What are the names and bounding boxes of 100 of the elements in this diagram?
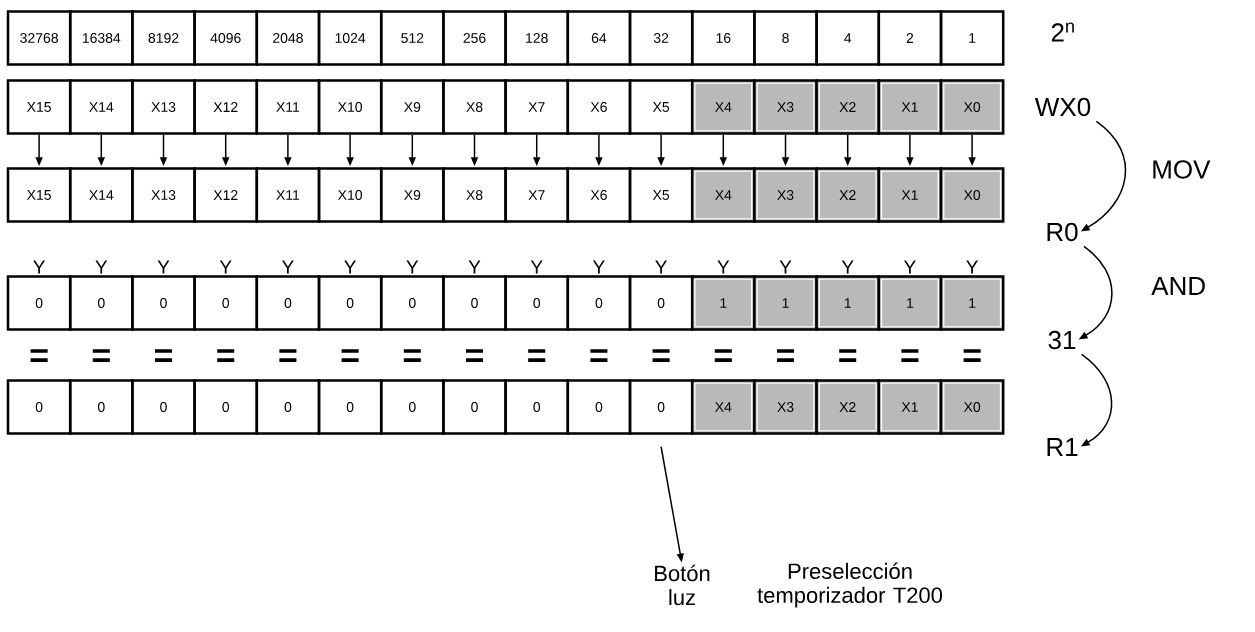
bit-cell: X9 (379, 167, 445, 223)
bit-cell: X0 (939, 167, 1005, 223)
bit-cell: 0 (379, 275, 445, 331)
bit-cell: 0 (255, 379, 321, 435)
bit-cell: X9 (379, 79, 445, 135)
register-label: WX0 (1034, 97, 1091, 117)
bit-cell: 0 (255, 275, 321, 331)
bit-cell: X10 (317, 79, 383, 135)
equals-sign: = (528, 349, 546, 362)
bit-cell: X1 (877, 167, 943, 223)
operator-label: Y (344, 260, 356, 274)
edge-label: MOV (1153, 160, 1211, 179)
bit-cell: 1 (815, 275, 881, 331)
bit-cell: X13 (131, 79, 196, 135)
equals-sign: = (901, 349, 919, 362)
bit-cell: X15 (6, 79, 72, 135)
equals-sign: = (155, 349, 173, 362)
bit-cell: 0 (504, 275, 570, 331)
bit-cell: 8192 (131, 10, 196, 66)
bit-cell: X1 (877, 79, 943, 135)
equals-sign: = (279, 349, 297, 362)
operator-label: Y (841, 260, 854, 274)
bit-cell: 128 (504, 10, 570, 66)
bit-cell: X2 (815, 379, 881, 435)
bit-cell: 0 (68, 275, 134, 331)
bit-cell: 4 (815, 10, 881, 66)
bit-cell: 0 (193, 379, 259, 435)
bit-cell: 32 (628, 10, 694, 66)
operator-label: Y (157, 260, 170, 274)
bit-cell: X7 (504, 167, 570, 223)
bit-cell: X12 (193, 167, 259, 223)
bit-cell: X14 (68, 79, 134, 135)
equals-sign: = (590, 349, 608, 362)
bit-cell: 0 (6, 379, 72, 435)
bit-cell: X8 (442, 167, 507, 223)
bit-cell: X7 (504, 79, 570, 135)
bit-cell: 0 (566, 379, 632, 435)
operator-label: Y (593, 260, 605, 274)
bit-cell: X15 (6, 167, 72, 223)
bit-cell: 0 (6, 275, 72, 331)
bit-cell: X4 (690, 167, 756, 223)
operator-label: Y (717, 260, 730, 274)
bit-cell: 0 (317, 379, 383, 435)
bit-cell: 16 (690, 10, 756, 66)
bit-cell: 64 (566, 10, 632, 66)
bit-cell: 0 (131, 379, 196, 435)
bit-cell: 1 (939, 275, 1005, 331)
equals-sign: = (30, 349, 48, 362)
operator-label: Y (779, 260, 792, 274)
bit-cell: 2 (877, 10, 943, 66)
bit-cell: 8 (753, 10, 818, 66)
bit-cell: X0 (939, 79, 1005, 135)
output-label: Botón luz (655, 564, 710, 606)
bit-cell: 4096 (193, 10, 259, 66)
note-text: Preselección temporizador T200 (757, 562, 943, 608)
bit-cell: X3 (753, 379, 818, 435)
operator-label: Y (33, 260, 45, 274)
bit-cell: 0 (442, 275, 507, 331)
operator-label: Y (282, 260, 294, 274)
equals-sign: = (217, 349, 235, 362)
bit-cell: X0 (939, 379, 1005, 435)
bit-cell: 0 (193, 275, 259, 331)
equals-sign: = (839, 349, 857, 362)
bit-cell: X10 (317, 167, 383, 223)
operator-label: Y (966, 260, 979, 274)
operator-label: Y (219, 260, 232, 274)
bit-cell: 0 (68, 379, 134, 435)
bit-cell: 0 (566, 275, 632, 331)
bit-cell: 1024 (317, 10, 383, 66)
bit-cell: X8 (442, 79, 507, 135)
equals-sign: = (403, 349, 421, 362)
bit-cell: X6 (566, 79, 632, 135)
bit-cell: 256 (442, 10, 507, 66)
edge-label: AND (1151, 277, 1205, 295)
bit-cell: X13 (131, 167, 196, 223)
bit-cell: 1 (939, 10, 1005, 66)
bit-cell: X1 (877, 379, 943, 435)
bit-cell: 0 (131, 275, 196, 331)
bit-cell: 1 (877, 275, 943, 331)
bit-cell: X3 (753, 167, 818, 223)
bit-cell: X6 (566, 167, 632, 223)
equals-sign: = (714, 349, 732, 362)
bit-cell: 16384 (68, 10, 134, 66)
bit-cell: 1 (753, 275, 818, 331)
bit-cell: 0 (317, 275, 383, 331)
bit-cell: 0 (504, 379, 570, 435)
bit-cell: 0 (442, 379, 507, 435)
bit-cell: 1 (690, 275, 756, 331)
bit-cell: X2 (815, 167, 881, 223)
equals-sign: = (963, 349, 981, 362)
bit-cell: X4 (690, 379, 756, 435)
bit-cell: X3 (753, 79, 818, 135)
bit-cell: X11 (255, 79, 321, 135)
bit-cell: 32768 (6, 10, 72, 66)
bit-cell: X4 (690, 79, 756, 135)
arrow (1080, 353, 1113, 447)
operator-label: Y (530, 260, 543, 274)
operator-label: Y (406, 260, 419, 274)
bit-cell: X2 (815, 79, 881, 135)
operator-label: Y (655, 260, 667, 274)
